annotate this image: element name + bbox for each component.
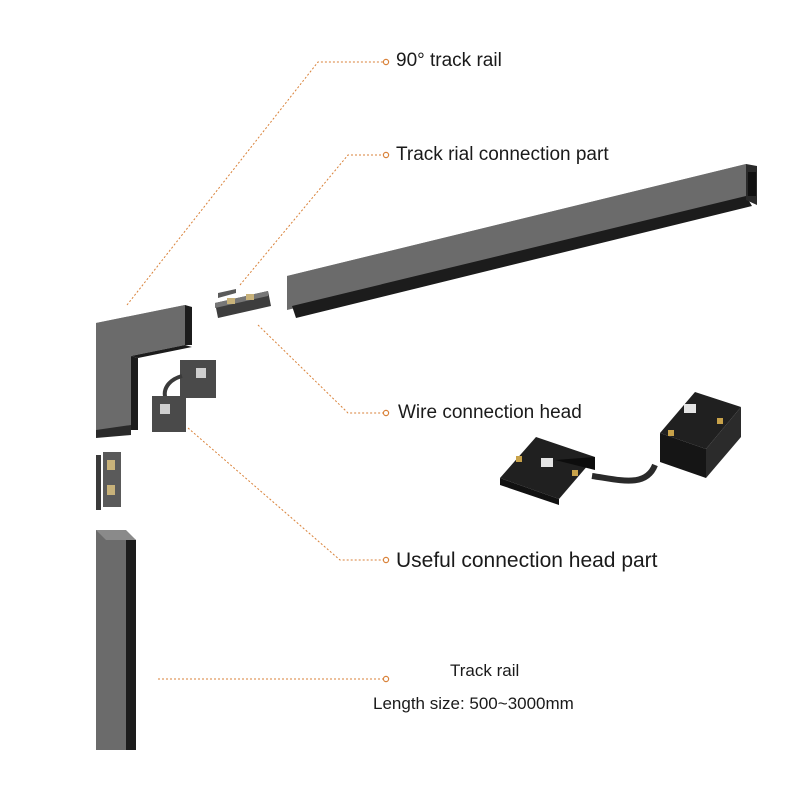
wire-connection-head-small xyxy=(152,360,216,432)
vertical-connection-part xyxy=(96,452,121,510)
track-rail-connection-part xyxy=(215,289,271,318)
leader-endpoints xyxy=(382,58,390,683)
leader-90-rail xyxy=(126,61,384,306)
leader-connection-part xyxy=(239,154,384,286)
leader-wire-head xyxy=(257,324,384,414)
label-track-rail: Track rail xyxy=(450,661,520,680)
label-useful-connection-head-part: Useful connection head part xyxy=(396,549,658,572)
label-length-size: Length size: 500~3000mm xyxy=(373,694,574,713)
leader-useful-head xyxy=(187,427,384,561)
label-wire-connection-head: Wire connection head xyxy=(398,402,582,423)
straight-track-rail-vertical xyxy=(96,530,136,750)
wire-connection-head-large xyxy=(500,392,741,505)
label-track-rail-connection-part: Track rial connection part xyxy=(396,144,609,165)
corner-track-rail-90 xyxy=(96,305,192,438)
label-90-track-rail: 90° track rail xyxy=(396,50,502,71)
leader-lines xyxy=(126,61,384,680)
straight-track-rail-horizontal xyxy=(287,164,757,318)
